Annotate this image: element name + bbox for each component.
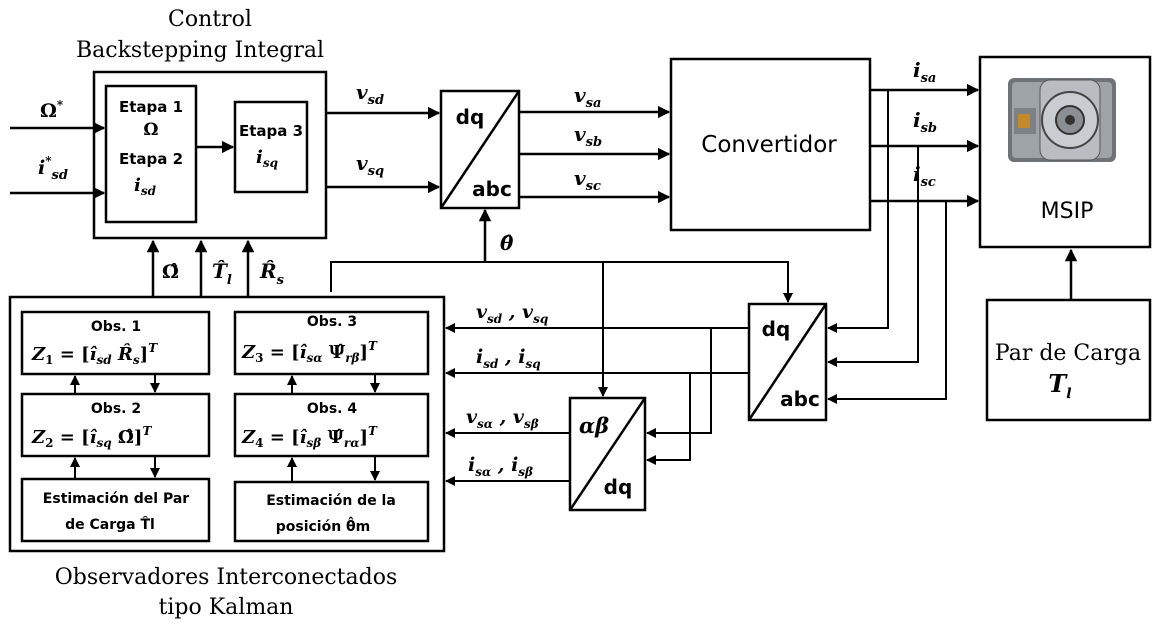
vsb-label: vsb xyxy=(574,122,602,150)
vsdq-to-abdq-wire xyxy=(647,328,711,433)
vsab-label: vsα , vsβ xyxy=(466,406,539,431)
alphabeta-label: αβ xyxy=(579,413,609,438)
isdq-to-abdq-wire xyxy=(647,373,690,460)
obs1-label: Obs. 1 xyxy=(91,319,141,335)
vsd-vsq-label: vsd , vsq xyxy=(476,301,548,326)
dq-abc-top-abc: abc xyxy=(472,177,512,201)
omega-hat-label: Ω̂ xyxy=(162,261,179,283)
tl-hat-label: T̂l xyxy=(212,259,232,288)
obs2-label: Obs. 2 xyxy=(91,401,141,417)
isc-label: isc xyxy=(913,162,936,190)
theta-hat-label: θ̂ xyxy=(500,231,514,255)
etapa3-label: Etapa 3 xyxy=(239,122,303,140)
vsa-label: vsa xyxy=(574,83,601,111)
observers-title-line1: Observadores Interconectados xyxy=(55,565,398,590)
control-title-line1: Control xyxy=(168,7,252,32)
etapa1-label: Etapa 1 xyxy=(119,98,183,116)
motor-image xyxy=(1008,78,1116,162)
observers-title-line2: tipo Kalman xyxy=(159,595,294,620)
dq-abc-top-dq: dq xyxy=(456,105,485,129)
est-pos-line1: Estimación de la xyxy=(266,493,396,509)
vsd-label: vsd xyxy=(356,80,384,108)
est-tl-line1: Estimación del Par xyxy=(43,491,190,507)
vsc-label: vsc xyxy=(574,166,601,194)
load-label-line1: Par de Carga xyxy=(995,341,1141,366)
vsq-label: vsq xyxy=(356,151,384,179)
est-pos-line2: posición θ̂m xyxy=(276,516,371,535)
etapa1-var: Ω xyxy=(143,120,158,140)
isa-label: isa xyxy=(913,58,936,86)
alphabeta-dq-label: dq xyxy=(604,475,633,499)
control-title-line2: Backstepping Integral xyxy=(76,38,324,63)
omega-ref-label: Ω* xyxy=(40,98,64,122)
est-tl-line2: de Carga T̂l xyxy=(65,516,155,533)
etapa-3-block xyxy=(235,102,307,192)
isd-isq-label: isd , isq xyxy=(476,346,541,371)
isb-label: isb xyxy=(913,108,937,136)
rs-hat-label: R̂s xyxy=(259,259,285,288)
obs3-label: Obs. 3 xyxy=(307,314,357,330)
motor-label: MSIP xyxy=(1041,199,1094,224)
isd-ref-label: i*sd xyxy=(38,154,68,183)
etapa2-label: Etapa 2 xyxy=(119,150,183,168)
isab-label: isα , isβ xyxy=(468,454,533,479)
abc-dq-abc: abc xyxy=(780,387,820,411)
converter-label: Convertidor xyxy=(701,132,837,158)
abc-dq-dq: dq xyxy=(762,317,791,341)
obs4-label: Obs. 4 xyxy=(307,401,357,417)
